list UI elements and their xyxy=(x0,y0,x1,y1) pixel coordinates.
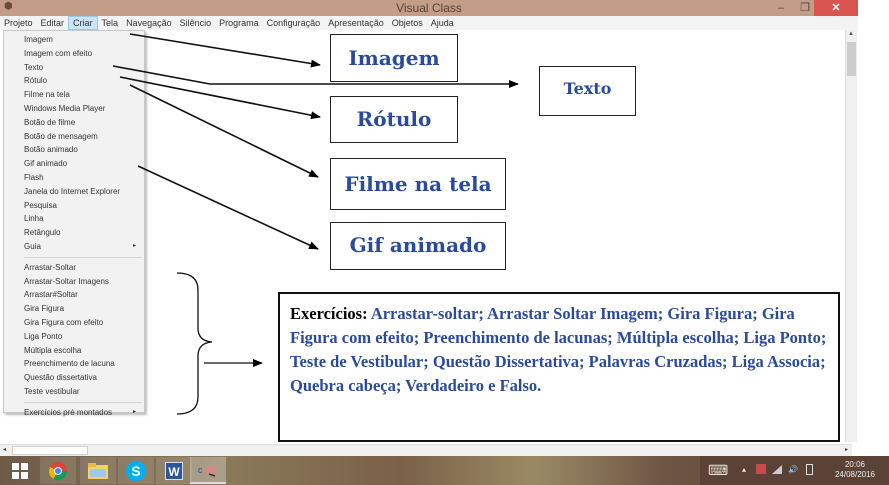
menu-item-texto[interactable]: Texto xyxy=(24,62,44,72)
menu-item-guia[interactable]: Guia ▸ xyxy=(4,240,144,254)
windows-logo-icon xyxy=(12,462,28,479)
menu-item-questao-dissertativa[interactable]: Questão dissertativa xyxy=(24,373,97,383)
menu-item-imagem[interactable]: Imagem xyxy=(24,35,53,44)
folder-icon xyxy=(88,462,108,479)
menu-item-liga-ponto[interactable]: Liga Ponto xyxy=(24,331,63,341)
title-bar: ⬢ Visual Class – ❐ ✕ xyxy=(0,0,858,16)
touch-keyboard-icon[interactable]: ⌨ xyxy=(708,462,729,478)
menu-item-retangulo[interactable]: Retângulo xyxy=(24,228,61,238)
scroll-up-arrow-icon[interactable]: ▲ xyxy=(848,31,854,37)
menu-item-rotulo[interactable]: Rótulo xyxy=(24,76,48,86)
minimize-button[interactable]: – xyxy=(777,2,785,14)
callout-rotulo: Rótulo xyxy=(330,96,458,143)
menu-tela[interactable]: Tela xyxy=(101,18,119,28)
callout-exercicios: Exercícios: Arrastar-soltar; Arrastar So… xyxy=(278,292,840,442)
menu-item-arrastar-soltar-imagens[interactable]: Arrastar-Soltar Imagens xyxy=(24,276,109,286)
menu-item-pesquisa[interactable]: Pesquisa xyxy=(24,200,57,210)
word-icon: W xyxy=(165,461,183,480)
vertical-scrollbar[interactable]: ▲ xyxy=(845,30,857,442)
criar-dropdown-menu: Imagem Imagem com efeito Texto Rótulo Fi… xyxy=(3,30,145,417)
clock-time: 20:06 xyxy=(844,460,865,469)
svg-text:c: c xyxy=(198,465,203,475)
menu-separator xyxy=(24,256,142,258)
menu-item-gif-animado[interactable]: Gif animado xyxy=(24,159,68,169)
submenu-arrow-icon: ▸ xyxy=(132,242,136,249)
menu-programa[interactable]: Programa xyxy=(219,18,259,28)
menu-item-multipla-escolha[interactable]: Múltipla escolha xyxy=(24,345,82,355)
callout-imagem: Imagem xyxy=(330,34,458,82)
signal-icon[interactable] xyxy=(772,465,782,474)
window-title: Visual Class xyxy=(396,1,462,15)
vertical-scroll-thumb[interactable] xyxy=(847,42,856,76)
taskbar-skype[interactable]: S xyxy=(118,457,154,484)
chrome-icon xyxy=(49,461,67,480)
menu-bar: Projeto Editar Criar Tela Navegação Silê… xyxy=(0,16,858,30)
system-clock[interactable]: 20:06 24/08/2016 xyxy=(835,460,875,480)
menu-apresentacao[interactable]: Apresentação xyxy=(328,18,384,28)
menu-navegacao[interactable]: Navegação xyxy=(126,18,172,28)
taskbar-chrome[interactable] xyxy=(40,457,76,484)
scroll-left-arrow-icon[interactable]: ◂ xyxy=(3,447,7,453)
menu-criar[interactable]: Criar xyxy=(68,16,98,30)
exercicios-label: Exercícios: xyxy=(290,304,368,323)
menu-silencio[interactable]: Silêncio xyxy=(179,18,212,28)
taskbar-word[interactable]: W xyxy=(156,457,192,484)
visual-class-icon: c xyxy=(198,465,217,477)
callout-texto: Texto xyxy=(539,66,636,116)
close-button[interactable]: ✕ xyxy=(814,0,858,16)
submenu-arrow-icon: ▸ xyxy=(132,408,136,415)
menu-item-janela-internet-explorer[interactable]: Janela do Internet Explorer xyxy=(24,186,121,196)
menu-item-label: Exercícios pré montados xyxy=(24,407,113,417)
menu-ajuda[interactable]: Ajuda xyxy=(430,18,454,28)
menu-item-botao-de-filme[interactable]: Botão de filme xyxy=(24,117,76,127)
menu-item-gira-figura[interactable]: Gira Figura xyxy=(24,304,65,314)
battery-icon[interactable] xyxy=(806,464,813,475)
system-tray: ⌨ ▴ 🔊 20:06 24/08/2016 xyxy=(700,456,889,485)
skype-icon: S xyxy=(126,460,146,481)
volume-icon[interactable]: 🔊 xyxy=(788,465,798,474)
taskbar-visual-class[interactable]: c xyxy=(190,457,226,484)
menu-item-botao-de-mensagem[interactable]: Botão de mensagem xyxy=(24,131,98,141)
app-icon[interactable]: ⬢ xyxy=(4,1,13,12)
menu-configuracao[interactable]: Configuração xyxy=(266,18,321,28)
taskbar-file-explorer[interactable] xyxy=(80,457,116,484)
horizontal-scroll-thumb[interactable] xyxy=(12,446,88,455)
exercicios-list: Arrastar-soltar; Arrastar Soltar Imagem;… xyxy=(290,304,827,395)
menu-item-linha[interactable]: Linha xyxy=(24,214,44,224)
menu-item-windows-media-player[interactable]: Windows Media Player xyxy=(24,103,106,113)
menu-item-flash[interactable]: Flash xyxy=(24,172,44,182)
menu-item-preenchimento-de-lacuna[interactable]: Preenchimento de lacuna xyxy=(24,359,115,369)
horizontal-scrollbar[interactable]: ◂ ▸ xyxy=(0,444,852,456)
network-warning-icon[interactable] xyxy=(756,464,766,474)
windows-taskbar: S W c ⌨ ▴ 🔊 20:06 24/08/2016 xyxy=(0,456,889,485)
callout-gif-animado: Gif animado xyxy=(330,222,506,270)
menu-item-imagem-com-efeito[interactable]: Imagem com efeito xyxy=(24,48,93,58)
menu-item-label: Guia xyxy=(24,241,41,251)
menu-item-arrastar-hash-soltar[interactable]: Arrastar#Soltar xyxy=(24,290,78,300)
start-button[interactable] xyxy=(2,457,38,484)
menu-item-gira-figura-com-efeito[interactable]: Gira Figura com efeito xyxy=(24,317,104,327)
scroll-right-arrow-icon[interactable]: ▸ xyxy=(844,447,848,453)
menu-projeto[interactable]: Projeto xyxy=(4,18,33,28)
show-hidden-icons-chevron[interactable]: ▴ xyxy=(742,465,747,474)
menu-item-arrastar-soltar[interactable]: Arrastar-Soltar xyxy=(24,262,77,272)
clock-date: 24/08/2016 xyxy=(834,470,875,479)
menu-item-filme-na-tela[interactable]: Filme na tela xyxy=(24,90,70,100)
menu-item-teste-vestibular[interactable]: Teste vestibular xyxy=(24,386,80,396)
maximize-button[interactable]: ❐ xyxy=(800,2,810,14)
callout-filme-na-tela: Filme na tela xyxy=(330,158,506,210)
menu-item-exercicios-pre-montados[interactable]: Exercícios pré montados ▸ xyxy=(4,406,144,420)
menu-editar[interactable]: Editar xyxy=(40,18,65,28)
menu-item-botao-animado[interactable]: Botão animado xyxy=(24,145,78,155)
menu-objetos[interactable]: Objetos xyxy=(391,18,423,28)
menu-separator xyxy=(24,401,142,403)
